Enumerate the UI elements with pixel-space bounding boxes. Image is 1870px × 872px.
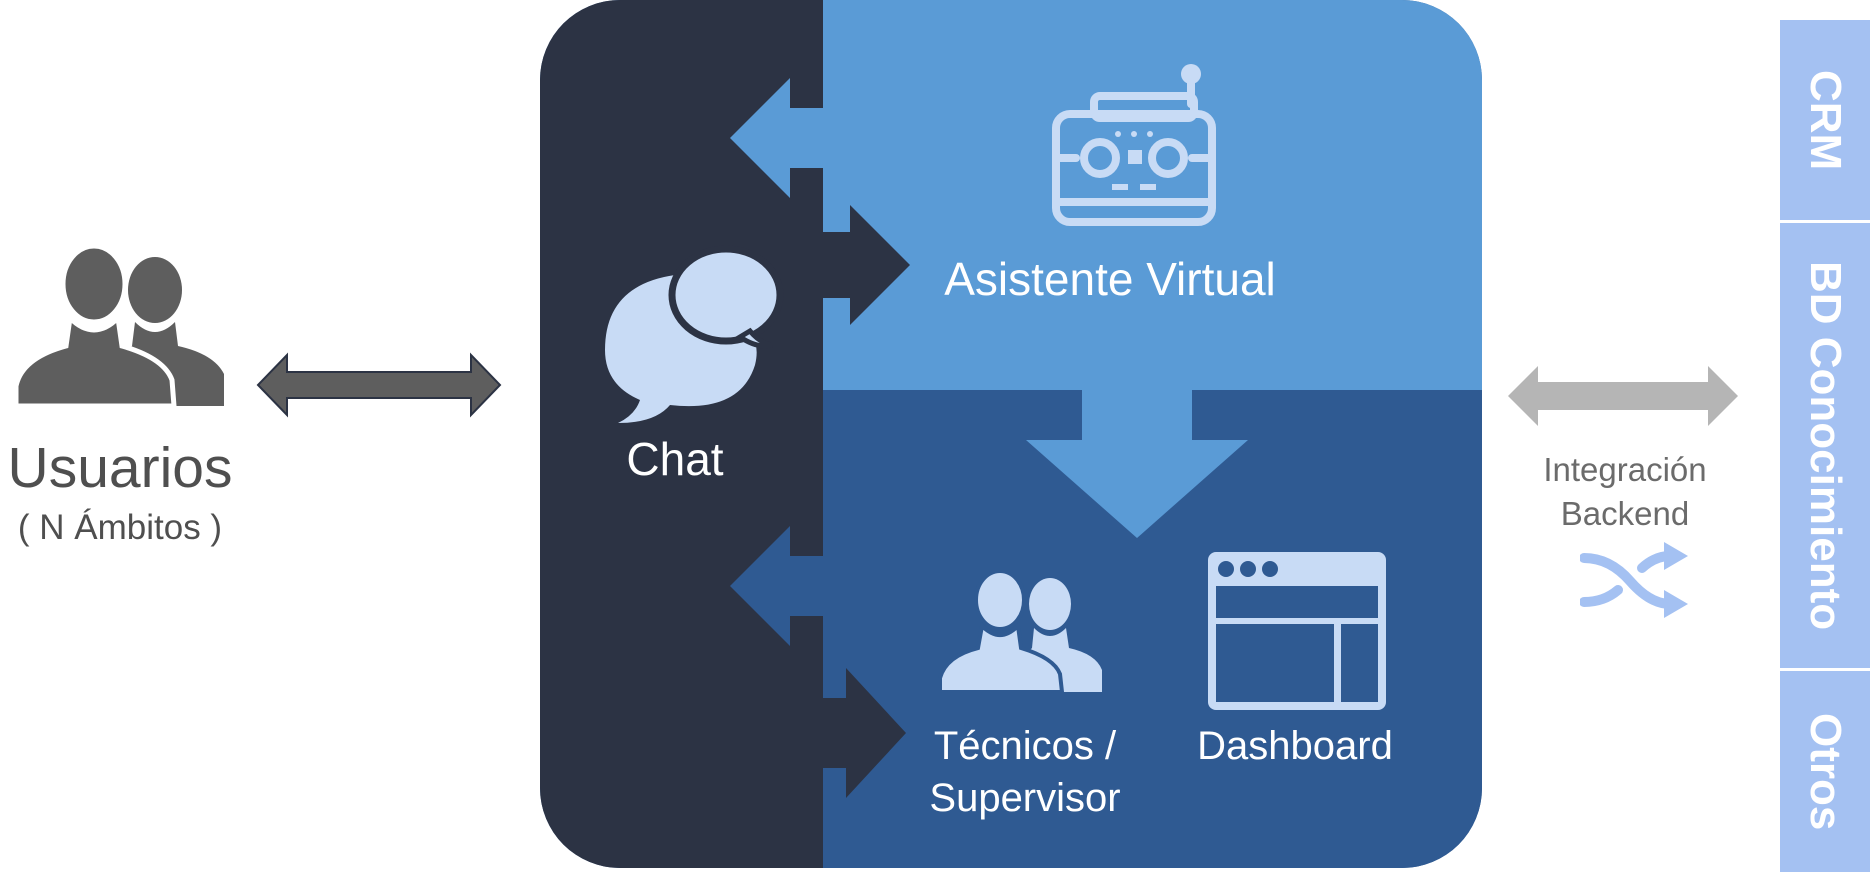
users-subtitle: ( N Ámbitos ) (17, 508, 223, 547)
technicians-label-line2: Supervisor (929, 776, 1121, 820)
users-title: Usuarios (7, 436, 233, 500)
integration-label-line2: Backend (1560, 494, 1690, 532)
users-double-arrow-icon (256, 352, 502, 418)
users-icon (14, 246, 228, 406)
platform-block: Chat Asistente Virtual (540, 0, 1482, 868)
integration-label-line1: Integración (1543, 451, 1707, 488)
chat-label: Chat (626, 433, 724, 485)
assistant-panel (823, 0, 1482, 390)
dashboard-label: Dashboard (1197, 724, 1393, 768)
backend-item-crm: CRM (1801, 69, 1850, 171)
backend-systems-sidebar: CRM BD Conocimiento Otros (1780, 20, 1870, 872)
arrow-down-icon (1026, 390, 1248, 538)
exchange-arrows (540, 0, 1482, 868)
sidebar-divider (1780, 220, 1870, 223)
arrow-left-icon (730, 78, 823, 198)
backend-item-knowledge-base: BD Conocimiento (1801, 260, 1850, 631)
technicians-label: Técnicos / Supervisor (900, 720, 1150, 824)
integration-double-arrow-icon (1508, 364, 1738, 428)
radio-icon (1050, 62, 1220, 232)
arrow-left-icon (730, 526, 823, 646)
technicians-label-line1: Técnicos / (933, 724, 1117, 768)
assistant-label: Asistente Virtual (944, 253, 1276, 305)
chat-bubbles-icon (600, 245, 800, 425)
arrow-right-icon (823, 205, 910, 325)
integration-label: Integración Backend (1510, 448, 1740, 535)
technicians-icon (938, 570, 1104, 692)
shuffle-icon (1580, 536, 1690, 622)
dashboard-icon (1208, 552, 1388, 712)
arrow-right-icon (823, 668, 906, 798)
sidebar-divider (1780, 668, 1870, 671)
backend-item-others: Otros (1801, 712, 1850, 831)
